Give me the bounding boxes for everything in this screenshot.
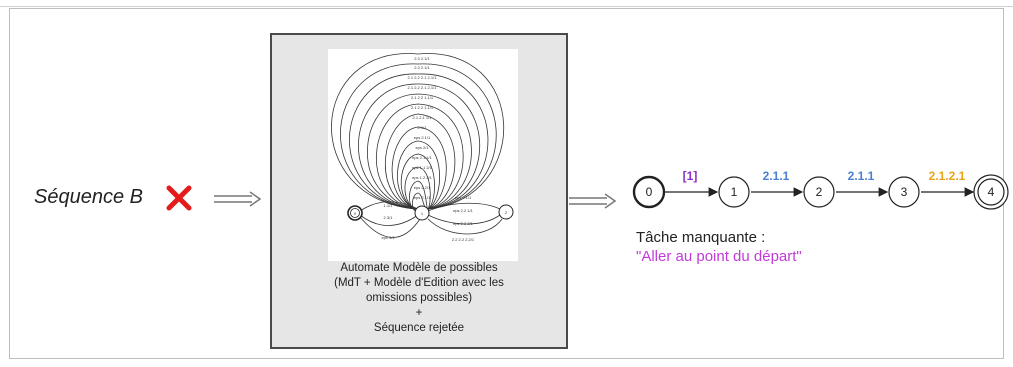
svg-text:2.1 2.1 1/1: 2.1 2.1 1/1 [413,115,433,120]
svg-text:2.3 2.1/1: 2.3 2.1/1 [414,56,430,61]
double-arrow-icon [214,191,262,207]
red-cross-icon [166,185,192,211]
missing-task-text: "Aller au point du départ" [636,248,802,265]
state-node [718,176,750,208]
automaton-graph-image: 2.3 2.1/1 2.3 2.1/1 2.1 2.2 2.1 2.1/1 2.… [328,49,518,261]
svg-text:eps 2/1: eps 2/1 [415,145,429,150]
caption-line: Séquence rejetée [373,322,465,334]
state-label: 4 [988,185,995,199]
svg-text:2.1 2.2 1.1/1: 2.1 2.2 1.1/1 [411,105,434,110]
svg-text:2.2 2.2 2.2/1: 2.2 2.2 2.2/1 [452,237,475,242]
caption-line: + [415,307,423,319]
svg-text:eps 3/1: eps 3/1 [381,235,395,240]
svg-text:eps 1.1 2/1: eps 1.1 2/1 [412,165,433,170]
svg-text:eps 2.1/1: eps 2.1/1 [414,135,431,140]
transition-label: 2.1.2.1 [929,169,966,183]
svg-text:eps 2.2 1/1: eps 2.2 1/1 [453,208,474,213]
transition-label: 2.1.1 [763,169,790,183]
svg-text:1: 1 [421,211,424,216]
svg-text:2.3 2.1/1: 2.3 2.1/1 [414,65,430,70]
state-label: 1 [731,185,738,199]
svg-text:0: 0 [354,211,357,216]
svg-text:2.3/1: 2.3/1 [384,215,394,220]
state-node [803,176,835,208]
svg-text:eps 1.2 2/1: eps 1.2 2/1 [412,175,433,180]
svg-text:2.1/1: 2.1/1 [418,125,428,130]
automaton-caption: Automate Modèle de possibles (MdT + Modè… [272,261,566,336]
state-label: 2 [816,185,823,199]
state-node [973,174,1009,210]
caption-line: omissions possibles) [365,292,473,304]
svg-text:2.1 2.2 2.1 2.1/1: 2.1 2.2 2.1 2.1/1 [408,75,438,80]
state-label: 0 [646,185,653,199]
sequence-label: Séquence B [34,186,143,208]
transition-label: 2.1.1 [848,169,875,183]
transition-label: [1] [683,169,698,183]
state-node [632,175,666,209]
svg-text:2.1 2.2 1.1/1: 2.1 2.2 1.1/1 [411,95,434,100]
double-arrow-icon [569,193,617,209]
svg-text:eps 2.1/1: eps 2.1/1 [455,195,472,200]
caption-line: Automate Modèle de possibles [340,262,498,274]
state-label: 3 [901,185,908,199]
svg-text:eps 2.2/1: eps 2.2/1 [414,185,431,190]
missing-task-title: Tâche manquante : [636,229,766,246]
svg-text:eps 2.1/1: eps 2.1/1 [414,195,431,200]
state-chain: 0 1 2 3 4 [1] 2.1.1 2.1.1 2.1.2.1 [632,169,1009,210]
svg-text:eps 2.2 2/1: eps 2.2 2/1 [453,221,474,226]
top-border [0,0,1013,7]
automaton-box: 2.3 2.1/1 2.3 2.1/1 2.1 2.2 2.1 2.1/1 2.… [270,33,568,349]
state-node [888,176,920,208]
svg-text:1.1/1: 1.1/1 [384,203,394,208]
svg-text:2.1 2.2 2.1 2.1/1: 2.1 2.2 2.1 2.1/1 [408,85,438,90]
caption-line: (MdT + Modèle d'Edition avec les [334,277,504,289]
final-state-ring [977,178,1005,206]
svg-text:2: 2 [505,210,508,215]
svg-text:eps 2.1 1/1: eps 2.1 1/1 [412,155,433,160]
